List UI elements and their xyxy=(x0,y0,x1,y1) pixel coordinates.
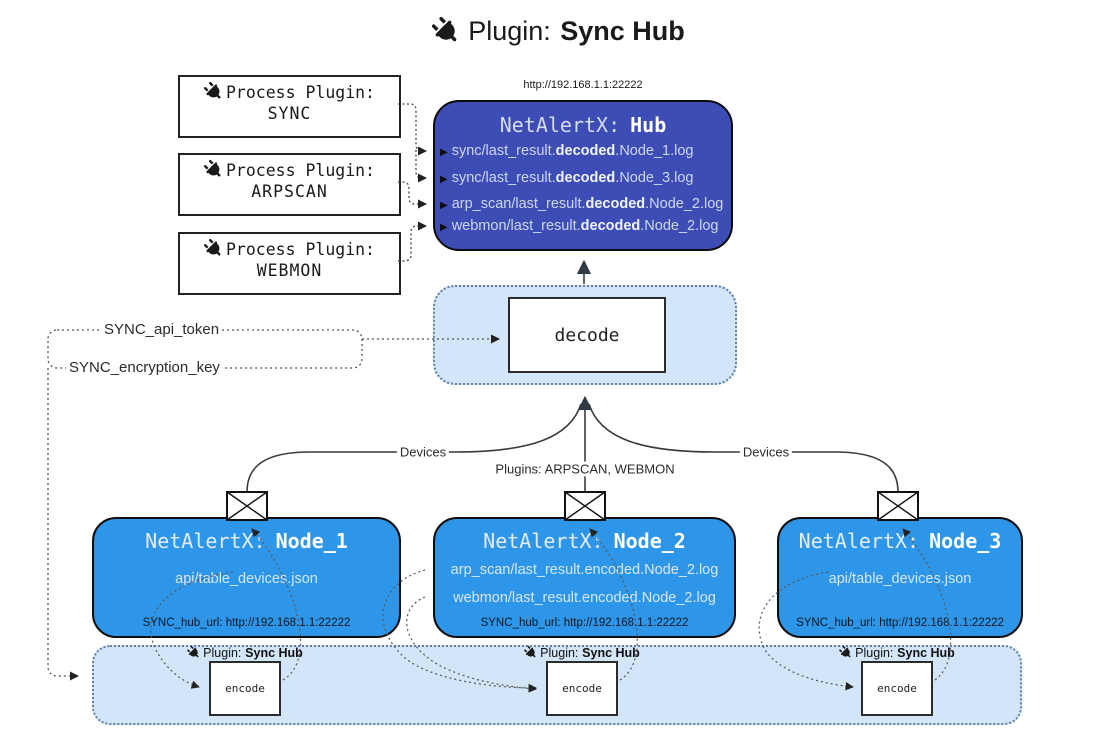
hub-url-label: http://192.168.1.1:22222 xyxy=(523,79,643,91)
decode-box: decode xyxy=(508,297,666,373)
process-plugin-name: WEBMON xyxy=(256,261,323,280)
node-file: webmon/last_result.encoded.Node_2.log xyxy=(453,590,716,606)
plug-icon xyxy=(836,643,854,661)
page-title: Plugin: Sync Hub xyxy=(0,16,1117,47)
hub-title: NetAlertX: Hub xyxy=(435,113,731,137)
hub-log-line: ▶webmon/last_result.decoded.Node_2.log xyxy=(440,218,719,234)
devices-right-label: Devices xyxy=(739,444,793,460)
encode-box: encode xyxy=(861,661,933,716)
process-plugin-label-text: Process Plugin: xyxy=(225,240,375,259)
process-plugin-webmon-box: Process Plugin: WEBMON xyxy=(178,232,401,295)
encode-label: encode xyxy=(225,682,265,695)
process-plugin-label: Process Plugin: xyxy=(180,82,399,102)
node-title: NetAlertX:Node_2 xyxy=(483,529,686,553)
node-hub-url: SYNC_hub_url: http://192.168.1.1:22222 xyxy=(142,617,351,629)
encode-label: encode xyxy=(877,682,917,695)
encoder-label: Plugin:Sync Hub xyxy=(524,646,640,660)
plug-icon xyxy=(200,78,227,105)
encode-label: encode xyxy=(562,682,602,695)
hub-log-line: ▶sync/last_result.decoded.Node_3.log xyxy=(440,170,694,186)
page-title-bold: Sync Hub xyxy=(560,16,685,46)
process-to-hub-wires xyxy=(398,103,428,262)
node-title: NetAlertX:Node_3 xyxy=(798,529,1002,553)
sync-api-token-label: SYNC_api_token xyxy=(101,321,223,338)
sync-encryption-key-label: SYNC_encryption_key xyxy=(66,359,223,376)
arrow-right-icon: ▶ xyxy=(440,174,448,185)
node-file: api/table_devices.json xyxy=(828,571,972,587)
node-2-box: NetAlertX:Node_2 arp_scan/last_result.en… xyxy=(433,517,736,638)
page-title-prefix: Plugin: xyxy=(468,16,551,46)
plug-icon xyxy=(426,11,466,51)
hub-log-line: ▶sync/last_result.decoded.Node_1.log xyxy=(440,143,694,159)
hub-log-line: ▶arp_scan/last_result.decoded.Node_2.log xyxy=(440,196,724,212)
hub-box: NetAlertX: Hub ▶sync/last_result.decoded.… xyxy=(433,100,733,251)
encoder-label: Plugin:Sync Hub xyxy=(187,646,303,660)
process-plugin-arpscan-box: Process Plugin: ARPSCAN xyxy=(178,153,401,216)
node-3-box: NetAlertX:Node_3 api/table_devices.json … xyxy=(777,517,1023,638)
process-plugin-label-text: Process Plugin: xyxy=(225,161,375,180)
node-title: NetAlertX:Node_1 xyxy=(145,529,348,553)
plug-icon xyxy=(521,643,539,661)
encode-box: encode xyxy=(209,661,281,716)
envelope-icon xyxy=(564,491,606,521)
plug-icon xyxy=(184,643,202,661)
node-1-box: NetAlertX:Node_1 api/table_devices.json … xyxy=(92,517,401,638)
process-plugin-name: ARPSCAN xyxy=(251,182,328,201)
node-hub-url: SYNC_hub_url: http://192.168.1.1:22222 xyxy=(796,617,1004,629)
plug-icon xyxy=(200,235,227,262)
process-plugin-sync-box: Process Plugin: SYNC xyxy=(178,75,401,138)
arrow-right-icon: ▶ xyxy=(440,222,448,233)
hub-title-bold: Hub xyxy=(630,113,667,137)
process-plugin-label: Process Plugin: xyxy=(180,239,399,259)
node-file: arp_scan/last_result.encoded.Node_2.log xyxy=(450,562,719,578)
envelope-icon xyxy=(877,491,919,521)
devices-left-label: Devices xyxy=(396,444,450,460)
hub-title-prefix: NetAlertX: xyxy=(499,113,621,137)
plugins-mid-label: Plugins: ARPSCAN, WEBMON xyxy=(492,461,678,477)
process-plugin-name: SYNC xyxy=(267,104,312,123)
process-plugin-label-text: Process Plugin: xyxy=(225,83,375,102)
node-file: api/table_devices.json xyxy=(175,571,318,587)
plug-icon xyxy=(200,156,227,183)
envelope-icon xyxy=(226,491,268,521)
arrow-right-icon: ▶ xyxy=(440,147,448,158)
decode-label: decode xyxy=(554,324,620,346)
arrow-right-icon: ▶ xyxy=(440,200,448,211)
devices-wires xyxy=(246,395,899,493)
node-hub-url: SYNC_hub_url: http://192.168.1.1:22222 xyxy=(480,617,689,629)
encoder-label: Plugin:Sync Hub xyxy=(839,646,955,660)
encode-box: encode xyxy=(546,661,618,716)
process-plugin-label: Process Plugin: xyxy=(180,160,399,180)
